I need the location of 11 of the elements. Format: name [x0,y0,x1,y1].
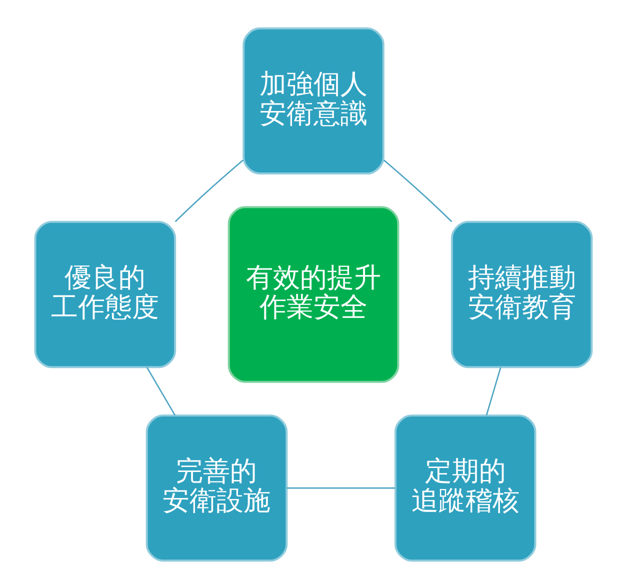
connector [174,159,244,222]
connector [146,366,176,416]
node-box: 有效的提升作業安全 [228,206,400,382]
node-box: 完善的安衛設施 [146,414,288,562]
connector [383,159,452,222]
node-box: 定期的追蹤稽核 [394,414,536,562]
node-box: 優良的工作態度 [34,220,176,368]
node-box: 加強個人安衛意識 [242,26,384,174]
connector [286,486,396,488]
node-box: 持續推動安衛教育 [450,220,593,368]
connector [486,366,502,415]
